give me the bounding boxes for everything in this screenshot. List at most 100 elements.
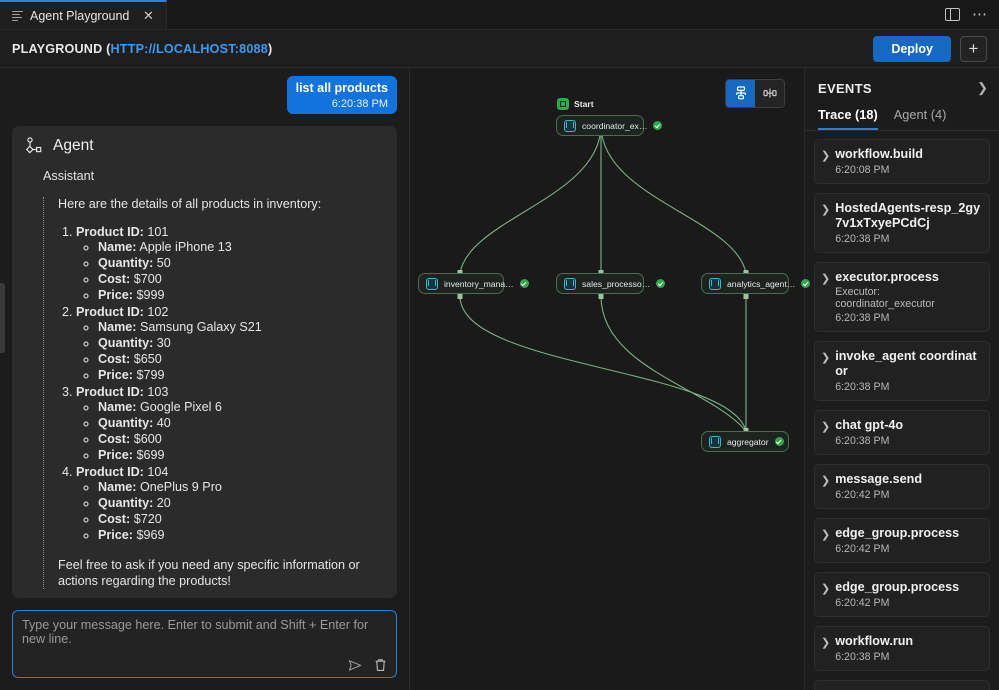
event-item[interactable]: ❯ HostedAgents-resp_2gy7v1xTxyePCdCj 6:2… [814,193,990,253]
list-item: Price: $969 [98,527,385,543]
message-input[interactable]: Type your message here. Enter to submit … [12,610,397,678]
field-key: Price: [98,368,134,382]
list-item: Name: Google Pixel 6 [98,399,385,415]
list-item: Name: Apple iPhone 13 [98,239,385,255]
chevron-right-icon[interactable]: ❯ [821,475,831,487]
event-body: executor.process Executor: [835,688,939,690]
executor-icon [709,277,721,290]
user-message-bubble: list all products 6:20:38 PM [286,76,397,114]
chevron-right-icon[interactable]: ❯ [977,80,988,95]
field-value: 20 [156,496,171,510]
more-options-icon[interactable]: ⋯ [972,5,988,23]
send-icon[interactable] [348,659,362,672]
status-success-icon [656,279,666,288]
deploy-button[interactable]: Deploy [873,35,951,62]
graph-node-inventory-manager[interactable]: inventory_mana… [418,273,529,294]
tab-bar-actions: ⋯ [945,0,999,29]
product-list: Product ID: 101 Name: Apple iPhone 13 Qu… [76,225,385,543]
events-title: EVENTS [818,80,872,96]
event-item[interactable]: ❯ invoke_agent coordinator 6:20:38 PM [814,341,990,401]
list-item: Cost: $650 [98,351,385,367]
field-value: $999 [136,288,165,302]
event-item[interactable]: ❯ message.send 6:20:42 PM [814,464,990,509]
graph-node-aggregator[interactable]: aggregator [701,431,789,452]
event-item[interactable]: ❯ executor.process Executor: coordinator… [814,262,990,332]
chevron-right-icon[interactable]: ❯ [821,583,831,595]
tab-agent-playground[interactable]: Agent Playground ✕ [0,0,168,29]
chat-scroll-area[interactable]: list all products 6:20:38 PM Agent Assis… [0,68,409,600]
event-body: invoke_agent coordinator 6:20:38 PM [835,349,982,393]
field-value: $969 [136,528,165,542]
events-list[interactable]: ❯ workflow.build 6:20:08 PM ❯ HostedAgen… [805,131,999,690]
event-body: edge_group.process 6:20:42 PM [835,526,959,555]
close-icon[interactable]: ✕ [142,7,154,23]
event-time: 6:20:42 PM [835,597,890,609]
playground-url[interactable]: HTTP://LOCALHOST:8088 [110,41,268,56]
product-id-label: Product ID: [76,385,144,399]
chevron-right-icon[interactable]: ❯ [821,529,831,541]
panel-resize-handle[interactable] [0,283,5,353]
agent-card-header: Agent [24,136,385,156]
list-item: Name: Samsung Galaxy S21 [98,319,385,335]
user-message-time: 6:20:38 PM [331,98,388,110]
product-id-label: Product ID: [76,465,144,479]
event-time: 6:20:38 PM [835,651,890,663]
event-time: 6:20:42 PM [835,489,890,501]
field-key: Cost: [98,512,131,526]
start-node[interactable]: Start [557,98,594,110]
chevron-right-icon[interactable]: ❯ [821,421,831,433]
product-id-label: Product ID: [76,225,144,239]
graph-node-sales-processor[interactable]: sales_processo… [556,273,666,294]
field-value: $700 [133,272,162,286]
event-time: 6:20:38 PM [835,381,890,393]
field-key: Price: [98,288,134,302]
field-key: Name: [98,400,137,414]
field-value: 50 [156,256,171,270]
executor-icon [709,435,721,448]
list-item: Product ID: 101 Name: Apple iPhone 13 Qu… [76,225,385,303]
graph-node-analytics-agent[interactable]: analytics_agent… [701,273,811,294]
graph-edges [457,120,749,433]
field-value: $650 [133,352,162,366]
executor-icon [564,277,576,290]
chevron-right-icon[interactable]: ❯ [821,204,831,216]
graph-node-label: coordinator_ex… [582,120,648,131]
horizontal-layout-button[interactable] [755,80,784,107]
tab-agent[interactable]: Agent (4) [893,107,947,122]
event-item[interactable]: ❯ chat gpt-4o 6:20:38 PM [814,410,990,455]
product-detail-list: Name: Apple iPhone 13 Quantity: 50 Cost:… [98,239,385,303]
event-item[interactable]: ❯ executor.process Executor: [814,680,990,690]
event-body: workflow.build 6:20:08 PM [835,147,923,176]
event-time: 6:20:38 PM [835,233,890,245]
event-title: chat gpt-4o [835,418,904,432]
agent-message-outro: Feel free to ask if you need any specifi… [58,558,360,588]
trash-icon[interactable] [374,658,387,672]
list-item: Quantity: 30 [98,335,385,351]
chevron-right-icon[interactable]: ❯ [821,637,831,649]
split-editor-icon[interactable] [945,7,960,22]
event-body: message.send 6:20:42 PM [835,472,922,501]
workflow-graph-canvas[interactable]: Start coordinator_ex… inventory_mana… sa… [410,68,811,690]
editor-tab-bar: Agent Playground ✕ ⋯ [0,0,999,30]
list-item: Cost: $700 [98,271,385,287]
chevron-right-icon[interactable]: ❯ [821,273,831,285]
event-title: message.send [835,472,923,486]
chevron-right-icon[interactable]: ❯ [821,150,831,162]
event-item[interactable]: ❯ workflow.build 6:20:08 PM [814,139,990,184]
event-item[interactable]: ❯ edge_group.process 6:20:42 PM [814,572,990,617]
event-title: executor.process [835,270,939,284]
event-item[interactable]: ❯ edge_group.process 6:20:42 PM [814,518,990,563]
page-title: PLAYGROUND (HTTP://LOCALHOST:8088) [12,42,272,56]
vertical-layout-button[interactable] [726,80,755,107]
graph-node-coordinator[interactable]: coordinator_ex… [556,115,663,136]
event-title: executor.process [835,688,939,690]
add-button[interactable]: + [960,35,987,62]
event-title: workflow.run [835,634,914,648]
product-detail-list: Name: Samsung Galaxy S21 Quantity: 30 Co… [98,319,385,383]
chevron-right-icon[interactable]: ❯ [821,352,831,364]
field-value: $600 [133,432,162,446]
event-title: workflow.build [835,147,923,161]
event-item[interactable]: ❯ workflow.run 6:20:38 PM [814,626,990,671]
tab-trace[interactable]: Trace (18) [818,104,878,130]
page-title-suffix: ) [267,41,273,56]
